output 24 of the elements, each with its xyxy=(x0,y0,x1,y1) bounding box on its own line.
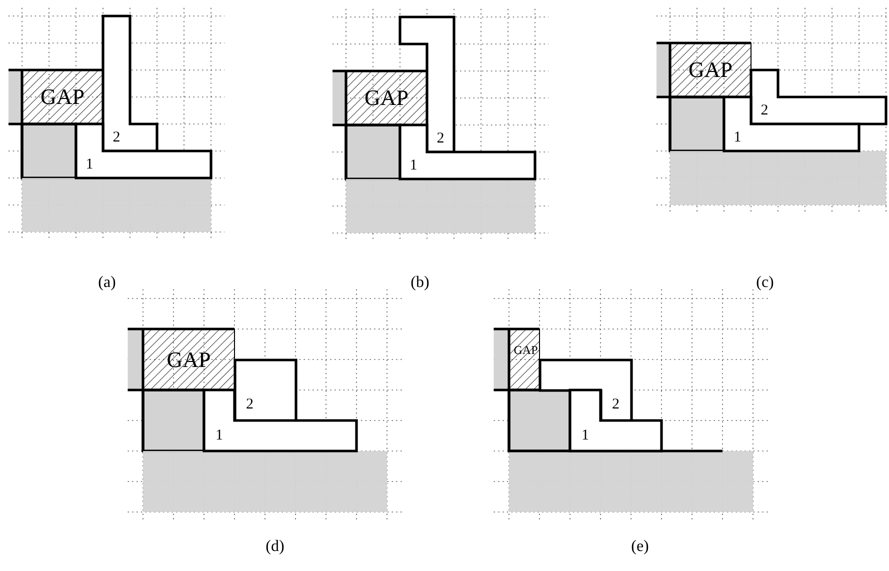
piece-number: 2 xyxy=(436,131,444,146)
tile-piece xyxy=(570,390,662,451)
subfigure-caption: (a) xyxy=(98,274,116,292)
subfigure-caption: (e) xyxy=(631,538,649,556)
piece-number: 1 xyxy=(582,428,589,444)
tile-piece xyxy=(234,360,296,420)
tile-piece xyxy=(751,70,886,124)
tile-piece xyxy=(76,124,211,178)
tile-piece xyxy=(103,16,157,151)
tile-piece xyxy=(204,390,356,451)
subfigure-caption: (d) xyxy=(266,538,284,556)
piece-number: 2 xyxy=(612,398,620,413)
subfigure-caption: (c) xyxy=(756,274,774,292)
piece-number: 2 xyxy=(112,130,120,145)
piece-number: 1 xyxy=(410,158,418,173)
tile-piece xyxy=(540,360,631,420)
tile-piece xyxy=(400,125,535,179)
piece-number: 2 xyxy=(246,398,254,413)
piece-number: 1 xyxy=(734,130,742,145)
piece-number: 1 xyxy=(86,157,94,172)
tile-piece xyxy=(724,97,859,151)
subfigure-caption: (b) xyxy=(410,274,430,292)
piece-number: 1 xyxy=(216,428,223,444)
piece-number: 2 xyxy=(760,103,768,118)
